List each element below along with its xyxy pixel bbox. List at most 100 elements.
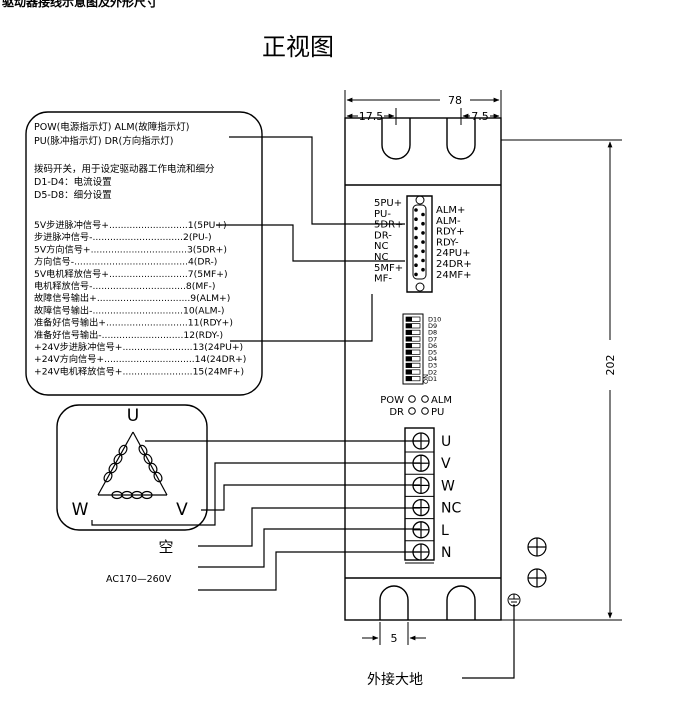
dip-label: D2 xyxy=(428,368,437,376)
led-pow xyxy=(408,395,416,403)
pin-list-row: 步进脉冲信号-...............................2(… xyxy=(34,231,212,243)
ac-label: AC170—260V xyxy=(106,574,172,585)
db15-pin xyxy=(421,267,425,272)
box-line-led-1: POW(电源指示灯) ALM(故障指示灯) xyxy=(34,121,189,133)
top-slot-right xyxy=(446,118,476,160)
pin-list-row: 5V步进脉冲信号+...........................1(5P… xyxy=(34,219,227,231)
connector-right-label: ALM- xyxy=(436,216,461,227)
dip-label: D5 xyxy=(428,349,437,357)
dip-label: D4 xyxy=(428,355,437,363)
pin-list-row: 准备好信号输出-............................12(R… xyxy=(34,329,223,341)
db15-pin xyxy=(414,208,418,212)
db15-pin xyxy=(414,245,418,249)
mount-screws xyxy=(527,537,547,588)
connector-screw-top xyxy=(415,195,425,205)
dimension-lines xyxy=(344,90,622,645)
pin-list-row: +24V步进脉冲信号+........................13(24… xyxy=(34,341,243,353)
db15-connector xyxy=(406,195,433,293)
led-dr-label: DR xyxy=(389,407,404,418)
dip-lever-knob xyxy=(406,369,412,375)
db15-pin xyxy=(421,240,425,244)
db15-pins xyxy=(414,208,425,277)
box-line-microstep: D5-D8：细分设置 xyxy=(34,189,112,201)
led-pu xyxy=(421,407,429,415)
dip-lever-knob xyxy=(406,343,412,348)
db15-pin xyxy=(421,221,425,226)
db15-pin xyxy=(421,212,425,217)
db15-pin xyxy=(414,272,418,277)
pin-list-row: 电机释放信号-................................8… xyxy=(34,280,215,292)
dip-label: D9 xyxy=(428,322,437,330)
led-dr xyxy=(408,407,416,415)
dip-on-label: ON xyxy=(422,374,430,384)
bottom-slot-right xyxy=(446,585,476,620)
motor-label-v: V xyxy=(176,500,188,520)
empty-label: 空 xyxy=(158,538,173,556)
box-line-led-2: PU(脉冲指示灯) DR(方向指示灯) xyxy=(34,135,173,147)
dim-right-offset: 7.5 xyxy=(471,110,489,123)
motor-windings xyxy=(97,431,168,500)
pin-list-row: +24V电机释放信号+........................15(24… xyxy=(34,365,244,377)
connector-left-label: 5MF+ xyxy=(374,263,403,274)
dip-lever-knob xyxy=(406,350,412,355)
dip-label: D3 xyxy=(428,362,437,370)
connector-screw-bottom xyxy=(415,282,425,292)
box-text-group: POW(电源指示灯) ALM(故障指示灯) PU(脉冲指示灯) DR(方向指示灯… xyxy=(34,121,215,201)
box-line-current: D1-D4：电流设置 xyxy=(34,176,112,188)
motor-box xyxy=(56,404,208,531)
signal-wires xyxy=(216,136,405,342)
dip-lever-knob xyxy=(406,363,412,368)
pin-list-row: 故障信号输出+................................9… xyxy=(34,292,230,304)
dim-total-width: 78 xyxy=(448,94,462,107)
dip-lever-knob xyxy=(406,317,412,322)
db15-pin xyxy=(414,226,418,231)
dip-lever-knob xyxy=(406,336,412,342)
dip-label: D1 xyxy=(428,375,437,383)
connector-left-label: NC xyxy=(374,241,388,252)
dip-levers xyxy=(405,316,421,382)
db15-pin xyxy=(414,263,418,268)
header-fragment: 驱动器接线示意图及外形尺寸 xyxy=(2,0,158,9)
dim-left-offset: 17.5 xyxy=(359,110,384,123)
led-pow-label: POW xyxy=(380,395,404,406)
dip-label: D8 xyxy=(428,329,437,337)
info-box xyxy=(25,111,263,396)
terminal-label: W xyxy=(441,478,455,494)
connector-left-label: NC xyxy=(374,252,388,263)
pin-list-row: 5V方向信号+.................................… xyxy=(34,243,227,255)
connector-right-label: RDY+ xyxy=(436,227,465,238)
db15-pin xyxy=(414,217,418,221)
pin-list-row: 方向信号-...................................… xyxy=(34,256,217,268)
dim-height: 202 xyxy=(604,355,617,376)
pin-list-row: 准备好信号输出+............................11(R… xyxy=(34,317,233,329)
dip-lever-knob xyxy=(406,330,412,335)
driver-body xyxy=(344,117,502,621)
connector-left-label: PU- xyxy=(374,209,391,220)
power-wires xyxy=(91,440,420,591)
dip-label: D10 xyxy=(428,316,441,324)
motor-label-w: W xyxy=(72,500,89,520)
connector-left-label: 5DR+ xyxy=(374,220,403,231)
dip-label: D6 xyxy=(428,342,437,350)
motor-label-u: U xyxy=(127,406,139,426)
connector-right-label: RDY- xyxy=(436,237,459,248)
terminal-label: L xyxy=(441,523,449,539)
pin-list-row: +24V方向信号+...............................… xyxy=(34,353,246,365)
box-line-dip: 拨码开关，用于设定驱动器工作电流和细分 xyxy=(34,163,215,175)
db15-pin xyxy=(421,231,425,235)
dip-lever-knob xyxy=(406,376,412,381)
connector-left-label: DR- xyxy=(374,230,392,241)
connector-right-label: 24DR+ xyxy=(436,259,472,270)
connector-left-label: MF- xyxy=(374,274,392,285)
ground-label: 外接大地 xyxy=(367,671,423,688)
pin-list-row: 故障信号输出-...............................10… xyxy=(34,304,224,316)
dip-label: D7 xyxy=(428,335,437,343)
db15-pin xyxy=(421,258,425,263)
ground-icon xyxy=(507,593,521,607)
db15-pin xyxy=(414,254,418,258)
connector-right-labels: ALM+ALM-RDY+RDY-24PU+24DR+24MF+ xyxy=(436,205,472,281)
ground-wire xyxy=(462,606,515,679)
